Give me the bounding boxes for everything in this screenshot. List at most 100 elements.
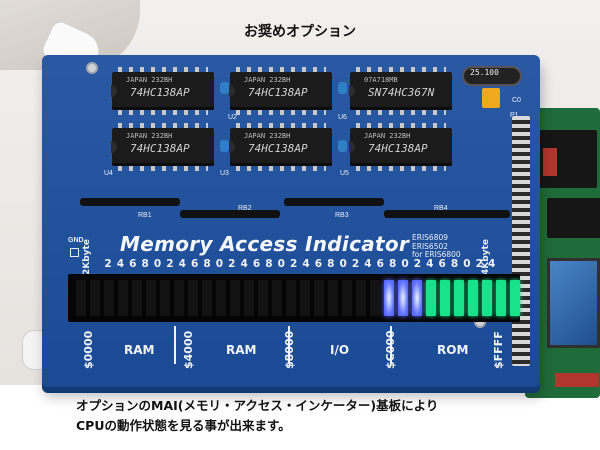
scale-tick: 0 xyxy=(339,258,347,270)
scale-tick: 4 xyxy=(116,258,125,270)
led-segment xyxy=(482,280,492,316)
led-segment xyxy=(370,280,380,316)
caption: オプションのMAI(メモリ・アクセス・インケーター)基板により CPUの動作状態… xyxy=(76,396,536,436)
chip-part: 74HC138AP xyxy=(130,142,190,155)
chip-part: 74HC138AP xyxy=(368,142,428,155)
chip-part: 74HC138AP xyxy=(130,86,190,99)
scale-tick: 8 xyxy=(327,258,335,270)
region-label: RAM xyxy=(226,343,257,357)
scale-tick: 2 xyxy=(228,258,236,270)
scale-tick: 0 xyxy=(215,258,224,270)
capacitor xyxy=(220,82,229,94)
scale-tick: 4 xyxy=(240,258,248,270)
chip-part: 74HC138AP xyxy=(248,142,308,155)
scale-tick: 2 xyxy=(166,258,174,270)
capacitor xyxy=(338,82,347,94)
led-segment xyxy=(286,280,296,316)
capacitor xyxy=(338,140,347,152)
led-segment xyxy=(258,280,268,316)
led-segment xyxy=(132,280,142,316)
region-label: RAM xyxy=(124,343,155,357)
ref-label: U5 xyxy=(340,170,349,177)
scale-tick: 8 xyxy=(265,258,273,270)
scale-tick: 6 xyxy=(438,258,446,270)
chip-mark: JAPAN 232BH xyxy=(244,76,291,84)
scale-tick: 0 xyxy=(401,258,409,270)
led-segment xyxy=(342,280,352,316)
cpu-support-list: ERIS6809 ERIS6502 for ERIS6800 xyxy=(412,233,461,260)
ref-label: RB1 xyxy=(138,212,152,219)
resistor-network-rb1 xyxy=(80,198,180,206)
scale-tick: 8 xyxy=(388,258,397,270)
scale-tick: 2 xyxy=(289,258,298,270)
mainboard-connector xyxy=(543,148,557,176)
ref-label: RB4 xyxy=(434,205,448,212)
mounting-hole xyxy=(86,62,98,74)
chip-part: SN74HC367N xyxy=(368,86,435,99)
scale-tick: 8 xyxy=(450,258,459,270)
crystal-label: 25.100 xyxy=(470,68,499,77)
scale-tick: 2 xyxy=(104,258,112,270)
led-segment xyxy=(510,280,520,316)
led-segment xyxy=(440,280,450,316)
scale-tick: 4 xyxy=(178,258,186,270)
scale-tick: 2 xyxy=(475,258,483,270)
led-segment xyxy=(244,280,254,316)
resistor-network-rb2 xyxy=(180,210,280,218)
mainboard-chip xyxy=(547,198,600,238)
address-label: $FFFF xyxy=(492,331,505,369)
region-divider xyxy=(174,326,176,364)
led-segment xyxy=(384,280,394,316)
cpu-support-item: ERIS6809 xyxy=(412,233,449,242)
gnd-pad xyxy=(70,248,79,257)
led-segment xyxy=(216,280,226,316)
address-label: $4000 xyxy=(182,330,195,369)
led-segment xyxy=(328,280,338,316)
led-bar xyxy=(68,274,520,322)
scale-tick: 8 xyxy=(203,258,211,270)
mainboard-red-part xyxy=(555,373,599,387)
ic-chip-u7: JAPAN 232BH 74HC138AP xyxy=(349,123,452,171)
ic-chip-u5: JAPAN 232BH 74HC138AP xyxy=(229,123,332,171)
led-segment xyxy=(76,280,86,316)
edge-connector xyxy=(512,116,530,366)
led-segment xyxy=(356,280,366,316)
ref-label: U2 xyxy=(228,114,237,121)
jumper-block xyxy=(482,88,500,108)
led-segment xyxy=(314,280,324,316)
region-label: ROM xyxy=(437,343,469,357)
scale-tick: 2 xyxy=(413,258,422,270)
led-segment xyxy=(104,280,114,316)
scale-tick: 4 xyxy=(426,258,434,270)
led-segment xyxy=(412,280,422,316)
led-segment xyxy=(496,280,506,316)
scale-tick: 0 xyxy=(153,258,162,270)
ref-label: C0 xyxy=(512,97,521,104)
region-divider xyxy=(390,326,392,364)
led-segment xyxy=(174,280,184,316)
scale-tick: 8 xyxy=(141,258,149,270)
resistor-network-rb4 xyxy=(384,210,510,218)
cpu-support-item: ERIS6502 xyxy=(412,241,449,251)
ref-label: P1 xyxy=(510,112,519,119)
scale-tick: 6 xyxy=(376,258,384,270)
caption-line: オプションのMAI(メモリ・アクセス・インケーター)基板により xyxy=(76,398,439,413)
ic-chip-u3: JAPAN 232BH 74HC138AP xyxy=(229,67,332,115)
board-title: Memory Access Indicator xyxy=(120,232,410,256)
led-segment xyxy=(202,280,212,316)
ic-chip-u6: 07A718MB SN74HC367N xyxy=(349,67,452,115)
led-segment xyxy=(468,280,478,316)
led-segment xyxy=(272,280,282,316)
page-title: お奨めオプション xyxy=(244,24,356,40)
scale-tick: 4 xyxy=(302,258,310,270)
led-segment xyxy=(146,280,156,316)
range-start-label: 2Kbyte xyxy=(82,239,92,275)
scale-tick: 6 xyxy=(252,258,261,270)
crystal-oscillator xyxy=(462,66,522,86)
chip-mark: 07A718MB xyxy=(364,76,398,84)
scale-tick: 4 xyxy=(364,258,372,270)
mainboard-lcd xyxy=(547,258,600,348)
scale-tick: 6 xyxy=(190,258,199,270)
